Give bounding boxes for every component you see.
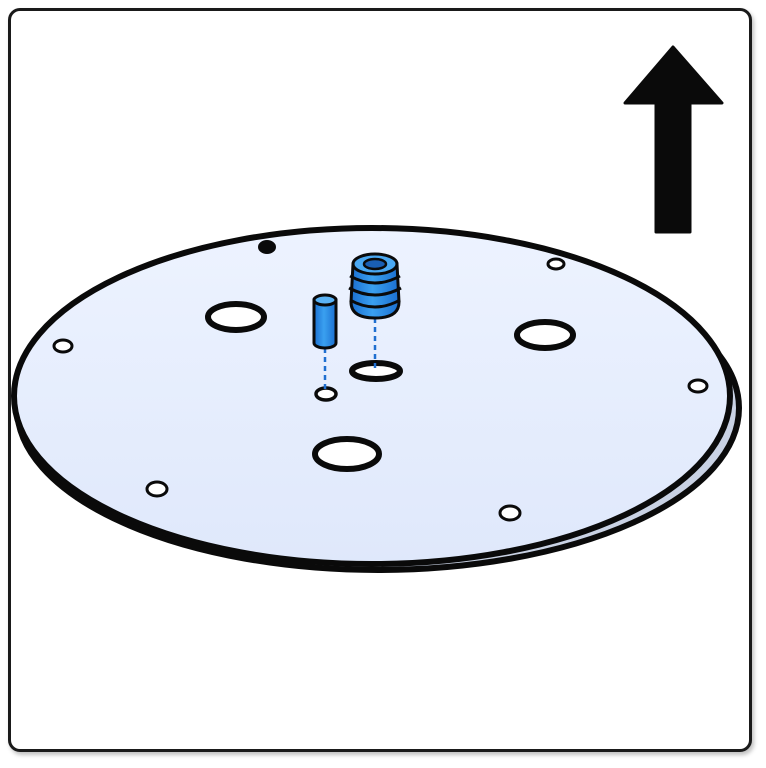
small-hole-filled [258,240,276,254]
base-plate-top [11,225,733,567]
small-hole [498,504,522,522]
small-hole [546,257,566,271]
small-hole [687,378,709,394]
small-hole [145,480,169,498]
dowel-pin [312,293,338,350]
large-hole-right [514,319,576,351]
large-hole-left [205,301,267,333]
pin-hole [314,386,338,402]
large-hole-front [312,436,382,472]
up-arrow-icon [623,45,724,234]
small-hole [52,338,74,354]
threaded-insert [348,252,402,320]
